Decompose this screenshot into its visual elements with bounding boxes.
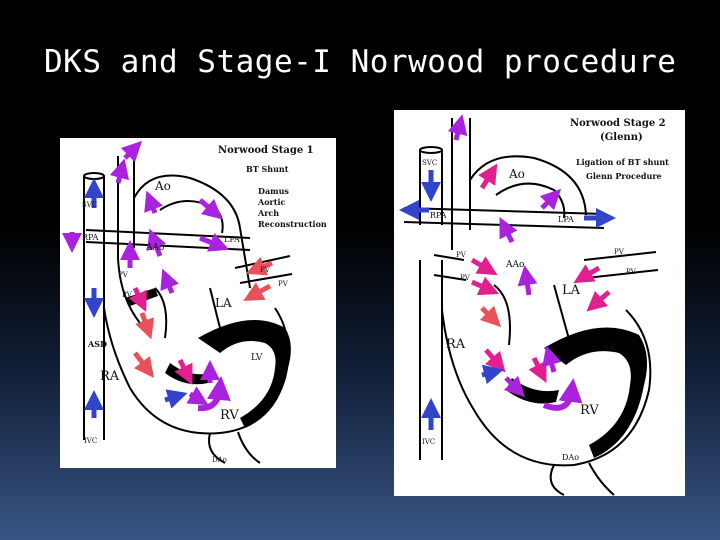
label-pv-2: PV — [122, 291, 133, 299]
label-ivc: IVC — [84, 437, 97, 445]
label-dao: DAo — [562, 453, 579, 462]
label-rpa: RPA — [430, 211, 447, 220]
label-pv-4: PV — [626, 268, 637, 276]
label-pv-2: PV — [460, 274, 471, 282]
label-ligation: Ligation of BT shunt — [576, 157, 669, 167]
label-ra: RA — [100, 369, 120, 384]
stage2-title-1: Norwood Stage 2 — [570, 118, 666, 129]
label-la: LA — [562, 283, 581, 298]
label-lpa: LPA — [558, 215, 574, 224]
label-pv-1: PV — [118, 271, 129, 279]
label-rv: RV — [220, 408, 239, 423]
label-pv-3: PV — [260, 266, 271, 274]
flow-arrows — [399, 114, 616, 430]
label-pv-4: PV — [278, 280, 289, 288]
label-svc: SVC — [422, 159, 437, 167]
label-dao: DAo — [212, 456, 227, 464]
slide-title: DKS and Stage-I Norwood procedure — [44, 44, 677, 80]
norwood-stage2-diagram: Norwood Stage 2 (Glenn) Ligation of BT s… — [394, 110, 685, 496]
stage1-labels: Norwood Stage 1 BT Shunt Damus Aortic Ar… — [82, 145, 327, 464]
label-ao: Ao — [154, 179, 171, 193]
stage1-title: Norwood Stage 1 — [218, 145, 314, 156]
label-pv-3: PV — [614, 248, 625, 256]
label-bt-shunt: BT Shunt — [246, 164, 289, 174]
label-ao: Ao — [508, 167, 525, 181]
label-asd: ASD — [87, 339, 107, 349]
label-damus-2: Aortic — [257, 197, 285, 207]
label-svc: SVC — [82, 201, 97, 209]
label-pv-1: PV — [456, 251, 467, 259]
label-damus-1: Damus — [258, 186, 289, 196]
label-la: LA — [215, 296, 232, 310]
label-lv: LV — [251, 353, 263, 363]
label-aao: AAo — [145, 243, 164, 253]
stage2-labels: Norwood Stage 2 (Glenn) Ligation of BT s… — [422, 118, 669, 462]
label-damus-4: Reconstruction — [258, 219, 327, 229]
label-ra: RA — [446, 337, 466, 352]
label-glenn: Glenn Procedure — [586, 171, 662, 181]
stage2-title-2: (Glenn) — [600, 132, 643, 143]
label-aao: AAo — [505, 260, 524, 270]
label-damus-3: Arch — [257, 208, 279, 218]
label-ivc: IVC — [422, 438, 435, 446]
label-lpa: LPA — [224, 235, 240, 244]
label-rpa: RPA — [82, 233, 99, 242]
label-rv: RV — [580, 403, 599, 418]
label-lv: LV — [604, 342, 617, 353]
flow-arrows — [62, 140, 273, 418]
norwood-stage1-diagram: Norwood Stage 1 BT Shunt Damus Aortic Ar… — [60, 138, 336, 468]
